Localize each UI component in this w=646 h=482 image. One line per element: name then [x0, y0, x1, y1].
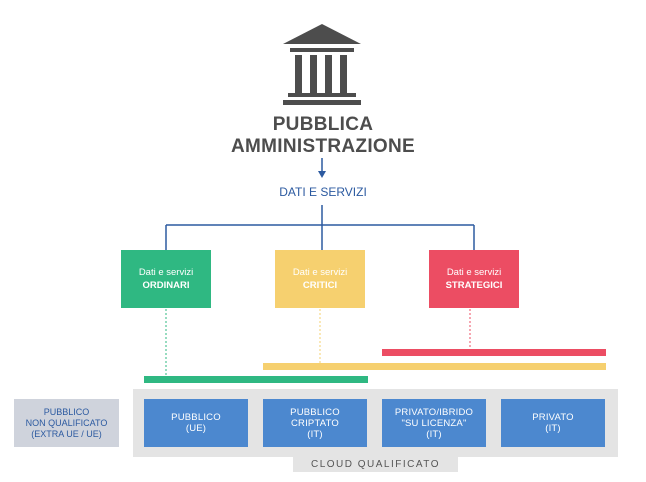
cloud-box-pubblico-ue: PUBBLICO (UE)	[144, 399, 248, 447]
category-strategici-line1: Dati e servizi	[446, 267, 502, 278]
title-arrow-head	[318, 171, 326, 178]
government-building-icon	[283, 24, 361, 105]
cloud-qualificato-label: CLOUD QUALIFICATO	[293, 457, 458, 472]
bar-strategici	[382, 349, 606, 356]
title-line-1: PUBBLICA	[272, 114, 374, 135]
category-critici-line2: CRITICI	[302, 280, 338, 291]
category-critici-line1: Dati e servizi	[292, 267, 348, 278]
box-pubblico-non-qualificato: PUBBLICO NON QUALIFICATO (EXTRA UE / UE)	[14, 399, 119, 447]
category-ordinari: Dati e servizi ORDINARI	[121, 250, 211, 308]
category-strategici-line2: STRATEGICI	[445, 280, 503, 291]
subtitle: DATI E SERVIZI	[279, 185, 367, 199]
cloud-box-privato-ibrido: PRIVATO/IBRIDO "SU LICENZA" (IT)	[382, 399, 486, 447]
category-ordinari-line1: Dati e servizi	[138, 267, 194, 278]
bar-critici	[263, 363, 606, 370]
category-strategici: Dati e servizi STRATEGICI	[429, 250, 519, 308]
category-critici: Dati e servizi CRITICI	[275, 250, 365, 308]
bar-ordinari	[144, 376, 368, 383]
title-line-2: AMMINISTRAZIONE	[231, 136, 415, 157]
cloud-box-pubblico-criptato: PUBBLICO CRIPTATO (IT)	[263, 399, 367, 447]
category-ordinari-line2: ORDINARI	[142, 280, 190, 291]
cloud-box-privato: PRIVATO (IT)	[501, 399, 605, 447]
